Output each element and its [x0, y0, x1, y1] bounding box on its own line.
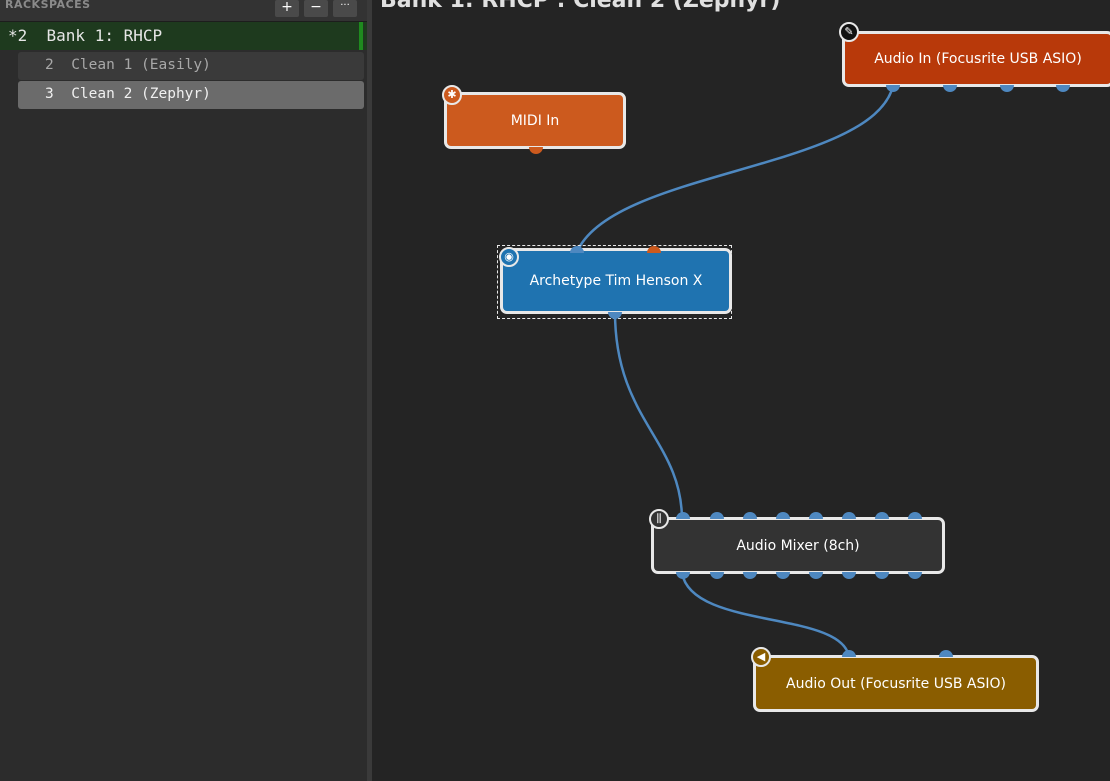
canvas-title: Bank 1: RHCP : Clean 2 (Zephyr) — [380, 0, 781, 13]
mixer-sliders-icon[interactable]: ⫼ — [649, 509, 669, 529]
node-label: Audio Mixer (8ch) — [736, 537, 860, 554]
audio-out-pin-3[interactable] — [1000, 85, 1014, 92]
panel-splitter[interactable] — [367, 0, 372, 781]
add-rackspace-button[interactable]: + — [275, 0, 299, 17]
mixer-out-pin-4[interactable] — [776, 572, 790, 579]
sidebar-title: RACKSPACES — [5, 0, 91, 11]
audio-out-pin-1[interactable] — [886, 85, 900, 92]
remove-rackspace-button[interactable]: − — [304, 0, 328, 17]
bank-label: *2 Bank 1: RHCP — [8, 26, 163, 45]
pencil-icon[interactable]: ✎ — [839, 22, 859, 42]
mixer-out-pin-7[interactable] — [875, 572, 889, 579]
mixer-in-pin-4[interactable] — [776, 512, 790, 519]
mixer-in-pin-1[interactable] — [676, 512, 690, 519]
mixer-out-pin-8[interactable] — [908, 572, 922, 579]
speaker-icon[interactable]: ◀ — [751, 647, 771, 667]
mixer-in-pin-5[interactable] — [809, 512, 823, 519]
mixer-in-pin-3[interactable] — [743, 512, 757, 519]
wires-layer — [575, 85, 895, 658]
wiring-canvas[interactable]: Bank 1: RHCP : Clean 2 (Zephyr) Audio In… — [372, 0, 1110, 781]
node-audio-out[interactable]: Audio Out (Focusrite USB ASIO) — [753, 655, 1039, 712]
audio-in-pin[interactable] — [570, 246, 584, 253]
node-label: Audio Out (Focusrite USB ASIO) — [786, 675, 1006, 692]
mixer-out-pin-6[interactable] — [842, 572, 856, 579]
mixer-out-pin-2[interactable] — [710, 572, 724, 579]
audio-out-pin-2[interactable] — [943, 85, 957, 92]
rackspace-item-clean-2[interactable]: 3 Clean 2 (Zephyr) — [18, 81, 364, 109]
mixer-in-pin-8[interactable] — [908, 512, 922, 519]
plugin-knob-icon[interactable]: ◉ — [499, 247, 519, 267]
midi-in-pin[interactable] — [647, 246, 661, 253]
audio-out-pin[interactable] — [608, 312, 622, 319]
node-archetype-tim-henson-x[interactable]: Archetype Tim Henson X — [500, 248, 732, 314]
wire-archetype-to-mixer — [613, 311, 684, 521]
bank-row[interactable]: *2 Bank 1: RHCP — [0, 22, 367, 50]
wire-mixer-to-audio-out — [680, 572, 851, 658]
node-audio-in[interactable]: Audio In (Focusrite USB ASIO) — [842, 31, 1110, 87]
node-label: MIDI In — [510, 112, 560, 129]
bank-active-indicator — [359, 22, 363, 50]
node-audio-mixer[interactable]: Audio Mixer (8ch) — [651, 517, 945, 574]
audio-in-pin-2[interactable] — [939, 650, 953, 657]
sidebar-header: RACKSPACES + − ··· — [0, 0, 367, 22]
midi-port-icon[interactable]: ✱ — [442, 85, 462, 105]
node-midi-in[interactable]: MIDI In — [444, 92, 626, 149]
mixer-out-pin-1[interactable] — [676, 572, 690, 579]
node-label: Archetype Tim Henson X — [529, 273, 703, 289]
node-label: Audio In (Focusrite USB ASIO) — [874, 51, 1082, 67]
wire-audio-in-to-archetype — [575, 85, 895, 253]
audio-out-pin-4[interactable] — [1056, 85, 1070, 92]
mixer-out-pin-5[interactable] — [809, 572, 823, 579]
midi-out-pin[interactable] — [529, 147, 543, 154]
mixer-in-pin-7[interactable] — [875, 512, 889, 519]
mixer-in-pin-2[interactable] — [710, 512, 724, 519]
mixer-in-pin-6[interactable] — [842, 512, 856, 519]
rackspace-item-clean-1[interactable]: 2 Clean 1 (Easily) — [18, 52, 364, 80]
more-options-button[interactable]: ··· — [333, 0, 357, 17]
rackspace-label: 2 Clean 1 (Easily) — [45, 57, 211, 73]
mixer-out-pin-3[interactable] — [743, 572, 757, 579]
rackspaces-sidebar: RACKSPACES + − ··· *2 Bank 1: RHCP 2 Cle… — [0, 0, 367, 781]
rackspace-label: 3 Clean 2 (Zephyr) — [45, 86, 211, 102]
audio-in-pin-1[interactable] — [842, 650, 856, 657]
